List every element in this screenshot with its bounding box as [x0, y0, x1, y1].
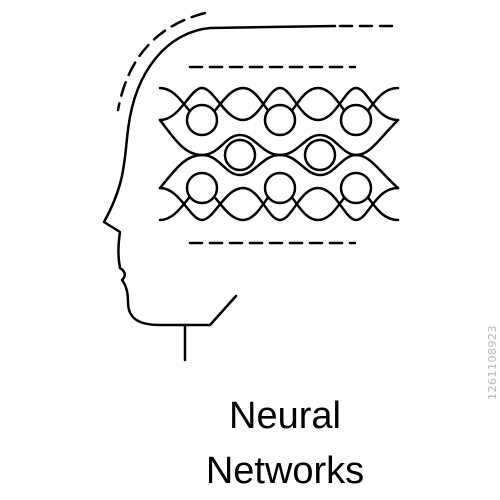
hair-dashed-arc — [116, 11, 207, 112]
network-curve — [158, 86, 400, 122]
network-node — [185, 171, 219, 205]
network-node — [263, 103, 297, 137]
network-node — [185, 103, 219, 137]
network-node — [223, 138, 257, 172]
neural-network-icon — [158, 86, 400, 222]
network-node — [263, 171, 297, 205]
network-node — [339, 103, 373, 137]
head-outline — [102, 24, 337, 327]
caption-line-1: Neural — [229, 395, 341, 437]
stock-id-watermark: 1261108923 — [486, 325, 499, 400]
network-node — [339, 171, 373, 205]
network-node — [303, 138, 337, 172]
caption-line-2: Networks — [205, 450, 365, 492]
network-curve — [158, 153, 400, 190]
network-curve — [158, 186, 400, 222]
